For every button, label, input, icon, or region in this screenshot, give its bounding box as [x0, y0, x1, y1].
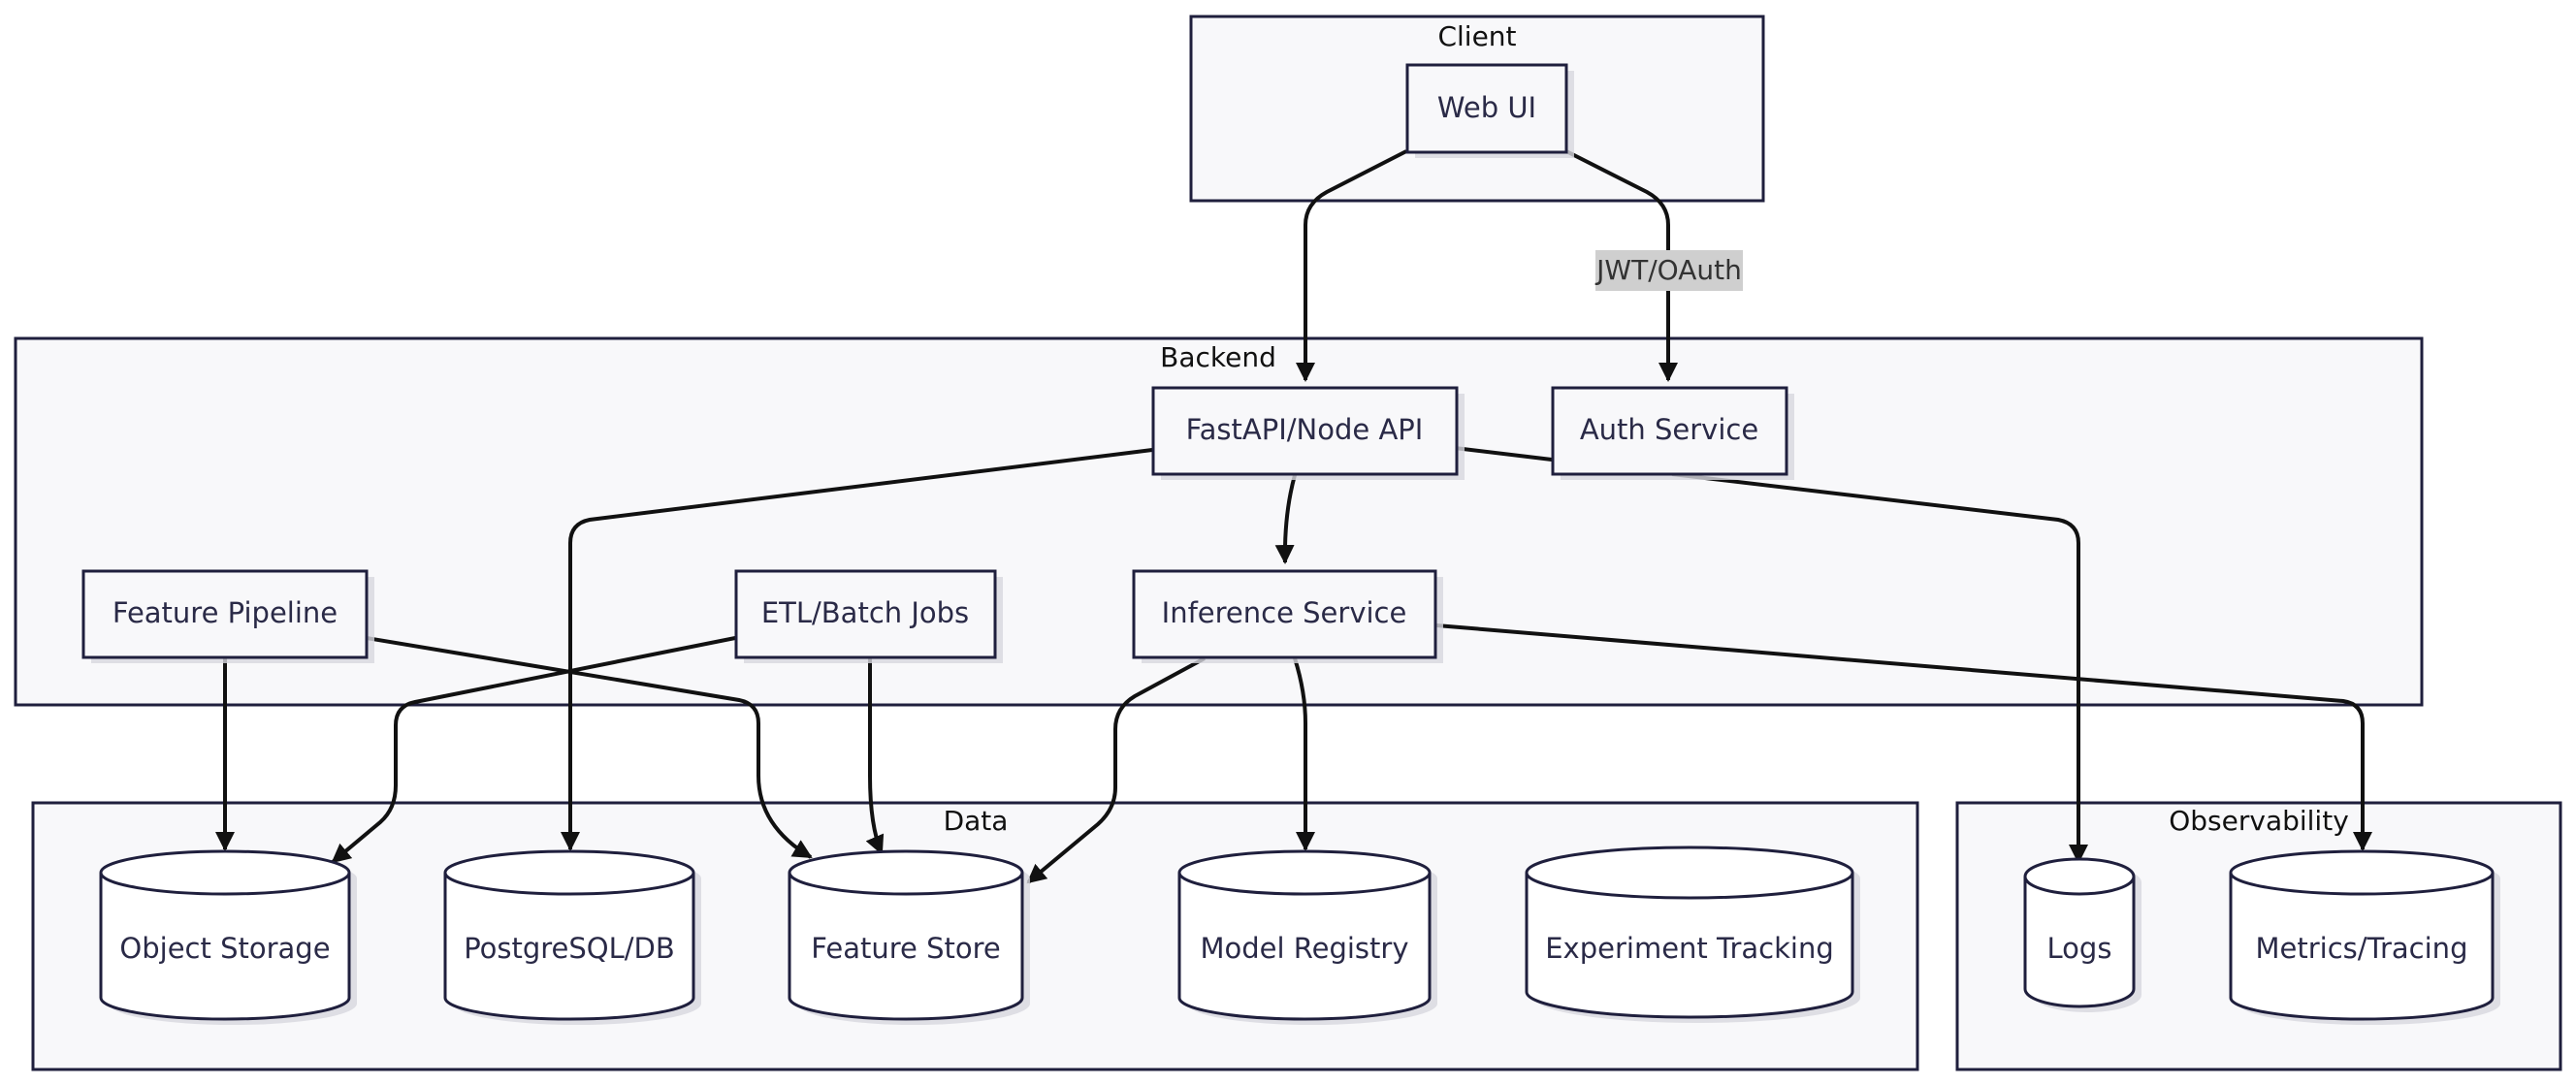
edge-webui-to-api — [1296, 149, 1407, 382]
edges: JWT/OAuth — [215, 149, 2372, 884]
logs-label: Logs — [2047, 932, 2112, 965]
api-node[interactable]: FastAPI/Node API — [1151, 386, 1465, 480]
backend-cluster-title: Backend — [1160, 341, 1276, 373]
edge-api-to-inference — [1274, 474, 1297, 564]
postgres-node[interactable]: PostgreSQL/DB — [443, 849, 701, 1025]
etl-label: ETL/Batch Jobs — [761, 596, 969, 629]
postgres-label: PostgreSQL/DB — [464, 932, 675, 965]
auth-service-label: Auth Service — [1580, 413, 1758, 446]
edge-inference-to-model-registry — [1293, 657, 1315, 851]
jwt-oauth-label: JWT/OAuth — [1594, 254, 1742, 286]
edge-webui-to-auth — [1565, 149, 1678, 382]
experiment-tracking-label: Experiment Tracking — [1545, 932, 1834, 965]
inference-service-node[interactable]: Inference Service — [1132, 569, 1443, 663]
edge-etl-to-feature-store — [865, 658, 885, 855]
api-label: FastAPI/Node API — [1186, 413, 1424, 446]
object-storage-label: Object Storage — [119, 932, 330, 965]
edge-etl-to-object-storage — [331, 636, 736, 864]
feature-pipeline-label: Feature Pipeline — [113, 596, 338, 629]
client-cluster-title: Client — [1437, 20, 1516, 52]
observability-cluster-title: Observability — [2169, 805, 2349, 837]
model-registry-node[interactable]: Model Registry — [1177, 849, 1437, 1025]
jwt-oauth-edge-label: JWT/OAuth — [1594, 250, 1743, 291]
web-ui-label: Web UI — [1437, 91, 1536, 124]
feature-store-node[interactable]: Feature Store — [788, 849, 1030, 1025]
edge-api-to-postgres — [561, 448, 1153, 851]
metrics-tracing-node[interactable]: Metrics/Tracing — [2229, 849, 2500, 1025]
data-cluster-title: Data — [944, 805, 1009, 837]
edge-inference-to-feature-store — [1026, 656, 1206, 884]
model-registry-label: Model Registry — [1200, 932, 1408, 965]
experiment-tracking-node[interactable]: Experiment Tracking — [1525, 846, 1860, 1023]
object-storage-node[interactable]: Object Storage — [99, 849, 357, 1025]
metrics-tracing-label: Metrics/Tracing — [2256, 932, 2468, 965]
feature-pipeline-node[interactable]: Feature Pipeline — [81, 569, 374, 663]
edge-feature-pipeline-to-feature-store — [366, 636, 813, 859]
etl-node[interactable]: ETL/Batch Jobs — [734, 569, 1003, 663]
logs-node[interactable]: Logs — [2023, 857, 2141, 1012]
inference-service-label: Inference Service — [1162, 596, 1407, 629]
auth-service-node[interactable]: Auth Service — [1551, 386, 1794, 480]
feature-store-label: Feature Store — [811, 932, 1000, 965]
edge-inference-to-metrics — [1435, 623, 2372, 851]
edge-api-to-metrics — [1454, 446, 1553, 462]
web-ui-node[interactable]: Web UI — [1405, 63, 1574, 158]
edge-auth-to-logs — [1671, 472, 2088, 864]
